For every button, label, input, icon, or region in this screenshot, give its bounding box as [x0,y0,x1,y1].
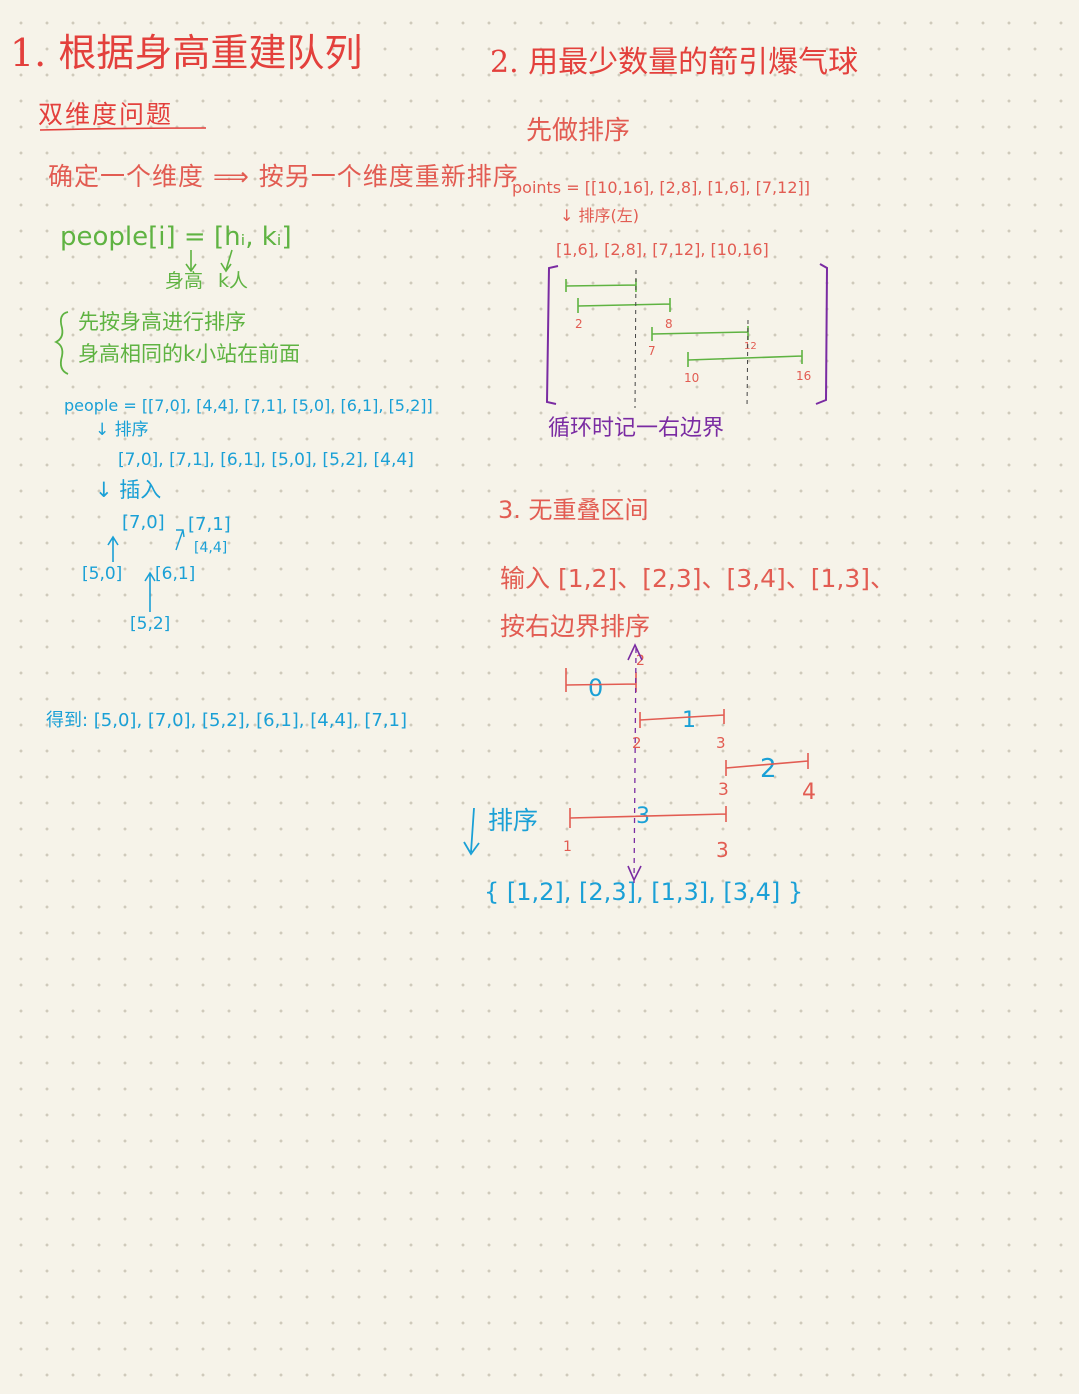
tick-label-3c: 3 [716,838,729,862]
segment-label-2: 2 [760,754,777,784]
arrow-up-52 [144,571,156,612]
section1-formula: people[i] = [hᵢ, kᵢ] [60,222,292,252]
tick-label-8: 8 [665,317,673,331]
tick-label-7: 7 [648,344,656,358]
tick-label-12: 12 [744,341,757,352]
arrow-line-1 [634,269,637,409]
sort-label-2: ↓ 排序(左) [560,206,639,225]
balloon-bracket-right [815,263,829,405]
tick-label-2b: 2 [632,734,642,752]
tick-label-2: 2 [575,317,583,331]
sorted-intervals: { [1,2], [2,3], [1,3], [3,4] } [484,878,804,906]
insert-item-52: [5,2] [130,614,171,634]
section3-title: 3. 无重叠区间 [498,496,649,524]
label-count: k人 [218,270,249,292]
section2-step: 先做排序 [526,116,631,146]
result-line: 得到: [5,0], [7,0], [5,2], [6,1], [4,4], [… [46,710,408,731]
insert-item-70: [7,0] [122,512,165,533]
insert-item-50: [5,0] [82,564,123,584]
section3-input: 输入 [1,2]、[2,3]、[3,4]、[1,3]、 [500,564,896,593]
tick-label-2a: 2 [636,653,645,669]
sorted-points: [1,6], [2,8], [7,12], [10,16] [556,240,769,259]
rule-line-1: 先按身高进行排序 [78,310,246,334]
section2-title: 2. 用最少数量的箭引爆气球 [490,45,859,80]
insert-item-44: [4,4] [194,540,228,556]
insert-item-61: [6,1] [155,564,196,584]
label-height: 身高 [165,270,204,292]
insert-item-71: [7,1] [188,514,231,535]
sort-label-3: 排序 [488,806,539,835]
section1-title: 1. 根据身高重建队列 [10,31,363,75]
balloon-1-6 [565,279,637,292]
section1-subtitle: 双维度问题 [38,100,174,129]
balloon-2-8 [577,298,671,313]
tick-label-1: 1 [563,839,572,855]
height-arrow [185,250,197,273]
section1-idea: 确定一个维度 ⟹ 按另一个维度重新排序 [48,162,519,191]
points-array: points = [[10,16], [2,8], [1,6], [7,12]] [512,178,810,197]
people-array: people = [[7,0], [4,4], [7,1], [5,0], [6… [64,396,433,415]
segment-label-1: 1 [682,708,696,733]
arrow-up-50 [107,535,119,562]
tick-label-3a: 3 [716,734,726,752]
sorted-people: [7,0], [7,1], [6,1], [5,0], [5,2], [4,4] [118,450,414,470]
section3-step: 按右边界排序 [500,612,651,641]
arrow-dashed-line [633,647,637,885]
balloon-10-16 [687,350,803,367]
tick-label-3b: 3 [718,780,729,800]
count-arrow [220,249,233,273]
segment-label-0: 0 [588,674,604,702]
rules-brace [53,311,69,375]
segment-label-3: 3 [636,804,650,829]
rule-line-2: 身高相同的k小站在前面 [78,342,301,366]
section2-note: 循环时记一右边界 [548,416,725,441]
arrow-up-61 [175,529,185,551]
sort-arrow-3 [463,807,480,856]
insert-label: ↓ 插入 [95,478,162,502]
tick-label-16: 16 [796,369,812,383]
balloon-bracket-left [545,265,559,405]
sort-label-1: ↓ 排序 [95,420,149,440]
tick-label-4: 4 [802,780,816,805]
arrow-line-2 [746,319,749,409]
tick-label-10: 10 [684,371,700,385]
